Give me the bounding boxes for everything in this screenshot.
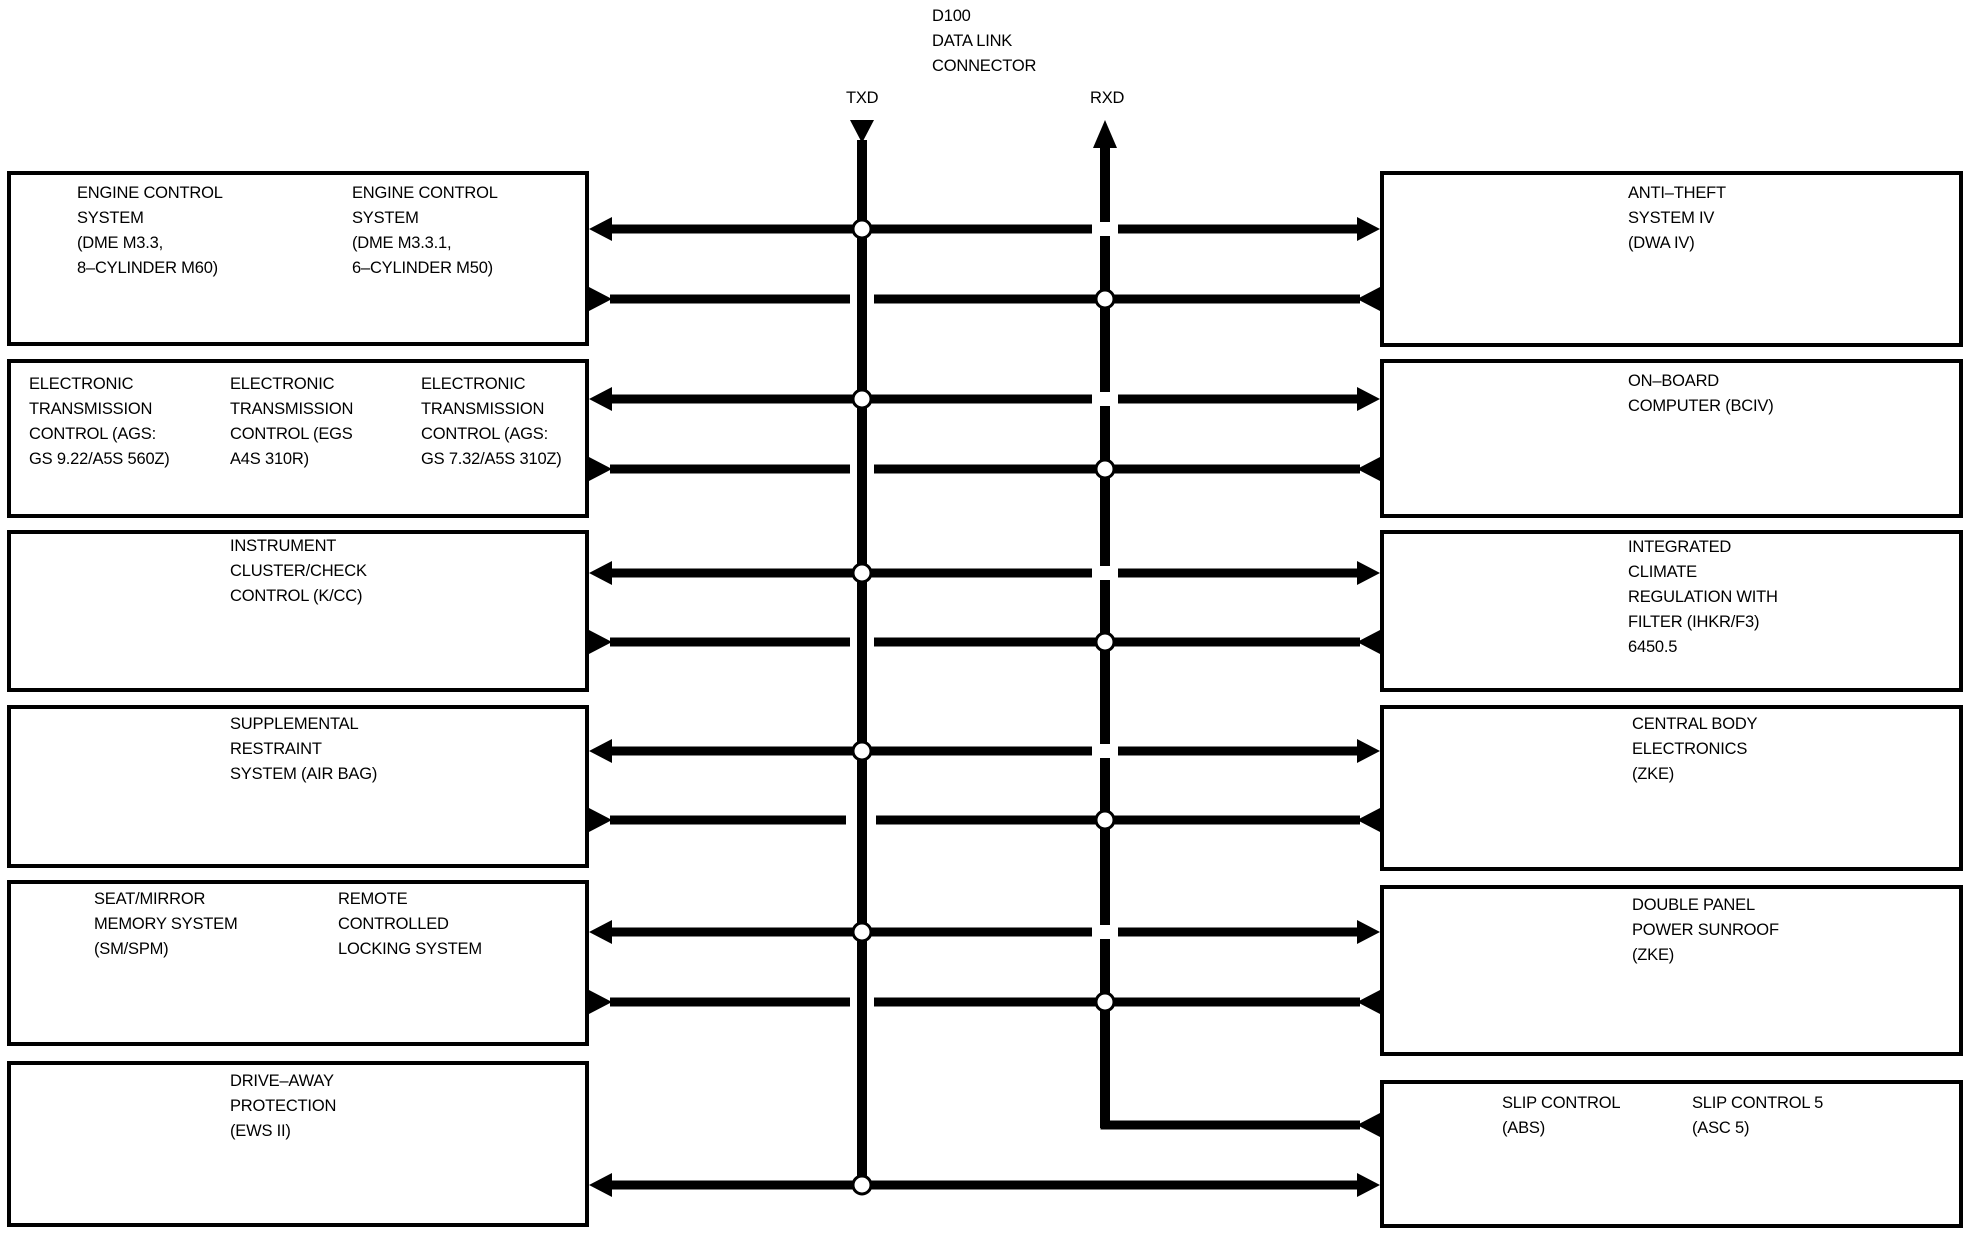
onboard-computer-label: ON–BOARD COMPUTER (BCIV) xyxy=(1628,372,1774,415)
box-drive-away xyxy=(7,1061,589,1227)
box-slip xyxy=(1380,1080,1963,1228)
box-climate xyxy=(1380,530,1963,692)
box-body xyxy=(1380,705,1963,871)
airbag-label: SUPPLEMENTAL RESTRAINT SYSTEM (AIR BAG) xyxy=(230,715,378,783)
instrument-cluster-label: INSTRUMENT CLUSTER/CHECK CONTROL (K/CC) xyxy=(230,537,367,605)
transmission-ags-922-label: ELECTRONIC TRANSMISSION CONTROL (AGS: GS… xyxy=(29,375,170,468)
box-sunroof xyxy=(1380,885,1963,1056)
module-boxes xyxy=(7,171,1963,1228)
engine-m50-label: ENGINE CONTROL SYSTEM (DME M3.3.1, 6–CYL… xyxy=(352,184,498,277)
seat-mirror-label: SEAT/MIRROR MEMORY SYSTEM (SM/SPM) xyxy=(94,890,238,958)
transmission-egs-label: ELECTRONIC TRANSMISSION CONTROL (EGS A4S… xyxy=(230,375,354,468)
box-transmission xyxy=(7,359,589,518)
sunroof-label: DOUBLE PANEL POWER SUNROOF (ZKE) xyxy=(1632,896,1779,964)
rxd-arrowheads xyxy=(589,287,1380,1137)
box-engine xyxy=(7,171,589,346)
climate-label: INTEGRATED CLIMATE REGULATION WITH FILTE… xyxy=(1628,538,1778,656)
transmission-ags-732-label: ELECTRONIC TRANSMISSION CONTROL (AGS: GS… xyxy=(421,375,562,468)
box-instrument xyxy=(7,530,589,692)
line-gaps xyxy=(1093,222,1117,939)
rxd-signal-lines xyxy=(610,294,1360,1130)
engine-m60-label: ENGINE CONTROL SYSTEM (DME M3.3, 8–CYLIN… xyxy=(77,184,223,277)
rxd-label: RXD xyxy=(1090,89,1125,107)
box-onboard xyxy=(1380,359,1963,518)
connector-title: D100 DATA LINK CONNECTOR xyxy=(932,7,1037,75)
txd-label: TXD xyxy=(846,89,879,107)
slip-abs-label: SLIP CONTROL (ABS) xyxy=(1502,1094,1621,1137)
junction-dots xyxy=(851,218,1116,1196)
box-seat-locking xyxy=(7,880,589,1046)
box-airbag xyxy=(7,705,589,868)
anti-theft-label: ANTI–THEFT SYSTEM IV (DWA IV) xyxy=(1628,184,1726,252)
txd-bus-line xyxy=(850,120,874,1186)
slip-asc-label: SLIP CONTROL 5 (ASC 5) xyxy=(1692,1094,1824,1137)
central-body-label: CENTRAL BODY ELECTRONICS (ZKE) xyxy=(1632,715,1758,783)
txd-right-extensions xyxy=(1118,224,1366,937)
box-anti-theft xyxy=(1380,171,1963,347)
drive-away-label: DRIVE–AWAY PROTECTION (EWS II) xyxy=(230,1072,337,1140)
txd-arrowheads xyxy=(589,217,1380,1197)
txd-signal-lines xyxy=(600,224,1366,1190)
rxd-bus-line xyxy=(1093,120,1117,1128)
remote-locking-label: REMOTE CONTROLLED LOCKING SYSTEM xyxy=(338,890,482,958)
